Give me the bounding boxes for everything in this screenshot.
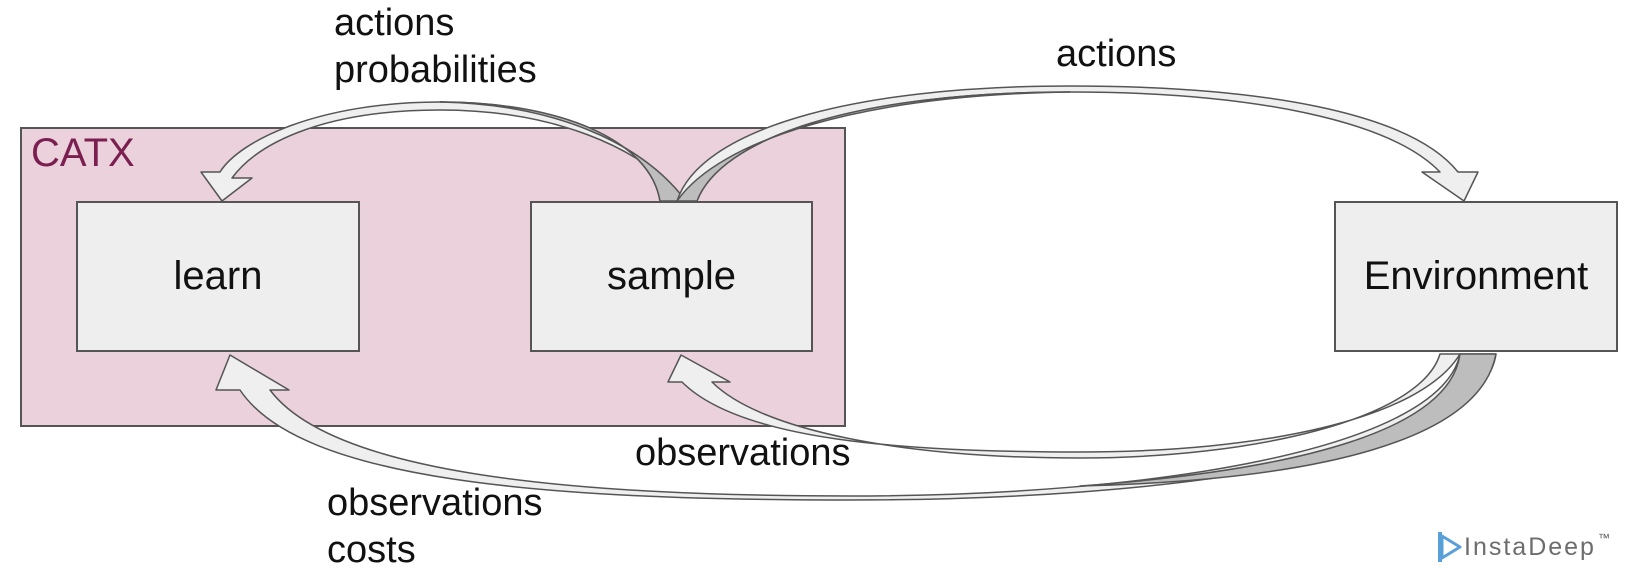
arrow-sample-to-learn <box>200 101 687 202</box>
brand-trademark: ™ <box>1597 531 1610 545</box>
environment-label: Environment <box>1363 254 1589 298</box>
learn-label: learn <box>173 254 263 298</box>
environment-node[interactable]: Environment <box>1334 201 1618 352</box>
edge-label-costs: costs <box>327 529 416 571</box>
arrow-environment-to-sample <box>667 353 1461 459</box>
arrow-sample-to-environment <box>676 85 1479 202</box>
edge-label-environment-learn: observations costs <box>327 480 542 574</box>
sample-label: sample <box>607 254 736 298</box>
arrow-sample-to-environment-fold <box>676 91 1071 202</box>
sample-node[interactable]: sample <box>530 201 813 352</box>
edge-label-sample-learn: actions probabilities <box>334 0 537 94</box>
arrow-environment-to-learn-fold <box>1079 353 1497 487</box>
catx-title: CATX <box>31 131 135 175</box>
edge-label-actions: actions <box>334 2 455 44</box>
edge-label-environment-sample: observations <box>635 432 851 474</box>
brand-name: InstaDeep <box>1464 532 1596 561</box>
edge-label-probabilities: probabilities <box>334 49 537 91</box>
edge-label-sample-environment: actions <box>1056 33 1177 75</box>
instadeep-brand: InstaDeep ™ <box>1436 530 1610 564</box>
learn-node[interactable]: learn <box>76 201 360 352</box>
arrow-environment-to-learn <box>215 353 1497 501</box>
instadeep-logo-icon <box>1438 532 1462 562</box>
edge-label-observations: observations <box>327 482 543 524</box>
arrow-sample-to-learn-fold <box>439 101 687 202</box>
